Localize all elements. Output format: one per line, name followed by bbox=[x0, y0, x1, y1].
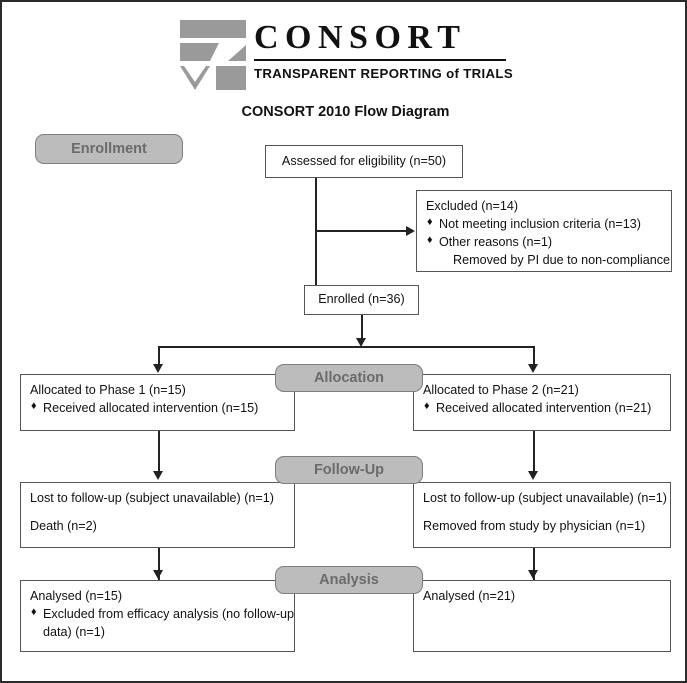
box-allocation-phase-2: Allocated to Phase 2 (n=21) Received all… bbox=[413, 374, 671, 431]
arrowhead-to-analysis2-icon bbox=[527, 570, 538, 579]
box-excluded: Excluded (n=14) Not meeting inclusion cr… bbox=[416, 190, 672, 272]
box-alloc2-heading: Allocated to Phase 2 (n=21) bbox=[423, 383, 579, 397]
arrowhead-to-analysis1-icon bbox=[152, 570, 163, 579]
stage-badge-allocation: Allocation bbox=[275, 364, 423, 392]
box-excluded-bullet-2: Other reasons (n=1) bbox=[426, 233, 662, 252]
connector-enrolled-down bbox=[361, 315, 363, 341]
arrowhead-enrolled-down-icon bbox=[355, 338, 366, 347]
connector-split-left-drop bbox=[158, 346, 160, 366]
box-followup-phase-1: Lost to follow-up (subject unavailable) … bbox=[20, 482, 295, 548]
box-follow2-spacer bbox=[423, 508, 661, 518]
arrowhead-to-excluded-icon bbox=[406, 225, 415, 236]
box-enrolled: Enrolled (n=36) bbox=[304, 285, 419, 315]
box-alloc1-heading: Allocated to Phase 1 (n=15) bbox=[30, 383, 186, 397]
logo-divider bbox=[254, 59, 506, 61]
box-alloc2-bullet-1: Received allocated intervention (n=21) bbox=[423, 399, 661, 418]
box-followup-phase-2: Lost to follow-up (subject unavailable) … bbox=[413, 482, 671, 548]
arrowhead-to-allocation-left-icon bbox=[152, 364, 163, 373]
stage-badge-followup: Follow-Up bbox=[275, 456, 423, 484]
connector-allocation-split-bar bbox=[158, 346, 534, 348]
arrowhead-to-follow1-icon bbox=[152, 471, 163, 480]
connector-alloc1-to-follow1 bbox=[158, 431, 160, 473]
box-enrolled-text: Enrolled (n=36) bbox=[318, 292, 405, 307]
box-follow1-line-2: Death (n=2) bbox=[30, 518, 97, 533]
consort-wordmark: CONSORT bbox=[254, 19, 467, 56]
consort-logo: CONSORT TRANSPARENT REPORTING of TRIALS bbox=[180, 18, 513, 92]
box-follow2-line-1: Lost to follow-up (subject unavailable) … bbox=[423, 491, 667, 505]
arrowhead-to-allocation-right-icon bbox=[527, 364, 538, 373]
stage-badge-enrollment: Enrollment bbox=[35, 134, 183, 164]
box-follow1-spacer bbox=[30, 508, 285, 518]
box-excluded-heading: Excluded (n=14) bbox=[426, 199, 519, 213]
consort-logo-mark-icon bbox=[180, 20, 246, 90]
connector-alloc2-to-follow2 bbox=[533, 431, 535, 473]
consort-logo-text: CONSORT TRANSPARENT REPORTING of TRIALS bbox=[254, 18, 513, 81]
box-alloc1-bullet-1: Received allocated intervention (n=15) bbox=[30, 399, 285, 418]
connector-assessed-to-excluded bbox=[315, 230, 407, 232]
box-analysis-phase-2: Analysed (n=21) bbox=[413, 580, 671, 652]
box-assessed-text: Assessed for eligibility (n=50) bbox=[281, 153, 447, 168]
box-follow1-line-1: Lost to follow-up (subject unavailable) … bbox=[30, 491, 274, 505]
box-excluded-bullet-1: Not meeting inclusion criteria (n=13) bbox=[426, 215, 662, 234]
consort-tagline: TRANSPARENT REPORTING of TRIALS bbox=[254, 66, 513, 81]
arrowhead-to-follow2-icon bbox=[527, 471, 538, 480]
box-allocation-phase-1: Allocated to Phase 1 (n=15) Received all… bbox=[20, 374, 295, 431]
box-analysis2-heading: Analysed (n=21) bbox=[423, 589, 516, 603]
page-title: CONSORT 2010 Flow Diagram bbox=[241, 104, 450, 120]
box-assessed-for-eligibility: Assessed for eligibility (n=50) bbox=[265, 145, 463, 178]
box-analysis1-bullet-1-cont: data) (n=1) bbox=[43, 624, 105, 639]
box-analysis1-bullet-1: Excluded from efficacy analysis (no foll… bbox=[30, 605, 294, 624]
stage-badge-analysis: Analysis bbox=[275, 566, 423, 594]
box-excluded-detail: Removed by PI due to non-compliance bbox=[453, 252, 671, 267]
connector-split-right-drop bbox=[533, 346, 535, 366]
box-analysis1-heading: Analysed (n=15) bbox=[30, 589, 123, 603]
box-analysis-phase-1: Analysed (n=15) Excluded from efficacy a… bbox=[20, 580, 295, 652]
box-follow2-line-2: Removed from study by physician (n=1) bbox=[423, 518, 646, 533]
